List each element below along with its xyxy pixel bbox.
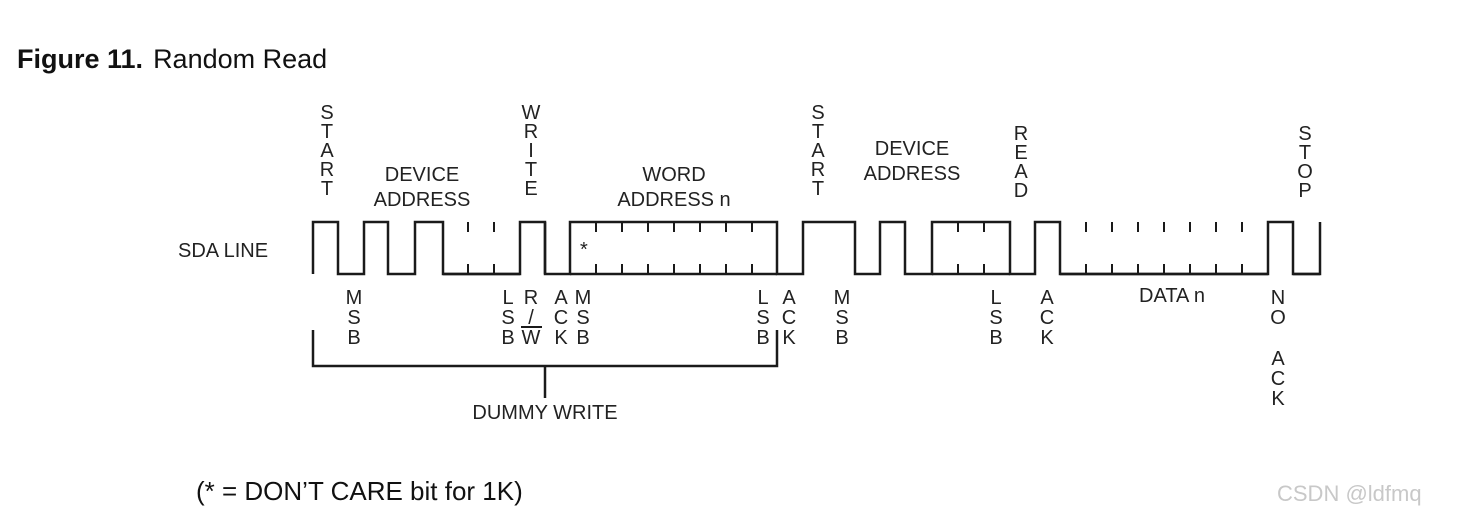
figure-title: Figure 11. Random Read: [17, 44, 327, 75]
device-address1-line1: DEVICE: [385, 164, 459, 186]
ack1-label-char: C: [554, 307, 568, 329]
sda-line-label: SDA LINE: [178, 240, 268, 262]
footnote: (* = DON’T CARE bit for 1K): [196, 476, 523, 506]
ack3-label: ACK: [1040, 287, 1055, 349]
lsb1-label-char: L: [502, 287, 513, 309]
ack3-label-char: A: [1040, 287, 1054, 309]
msb2-label-char: B: [576, 327, 589, 349]
no-label-char: O: [1270, 307, 1286, 329]
ack2-label-char: C: [782, 307, 796, 329]
read-label-char: A: [1014, 161, 1028, 183]
start1-label-char: S: [320, 102, 333, 124]
lsb1-label-char: S: [501, 307, 514, 329]
figure-number: Figure 11.: [17, 44, 144, 74]
write-label-char: T: [525, 159, 537, 181]
start2-label-char: A: [811, 140, 825, 162]
stop-label-char: T: [1299, 142, 1311, 164]
lsb3-label: LSB: [989, 287, 1002, 349]
no-ack-label-char: K: [1271, 388, 1285, 410]
ack1-label-char: K: [554, 327, 568, 349]
msb3-label: MSB: [834, 287, 851, 349]
read-label-char: E: [1014, 142, 1027, 164]
start2-label-char: R: [811, 159, 825, 181]
no-ack-label-char: C: [1271, 368, 1285, 390]
msb2-label: MSB: [575, 287, 592, 349]
start1-label-char: T: [321, 178, 333, 200]
msb3-label-char: B: [835, 327, 848, 349]
msb3-label-char: M: [834, 287, 851, 309]
lsb2-label-char: B: [756, 327, 769, 349]
msb1-label-char: B: [347, 327, 360, 349]
start1-label-char: A: [320, 140, 334, 162]
write-label-char: W: [522, 102, 541, 124]
data-n-label: DATA n: [1139, 285, 1205, 307]
stop-label-char: P: [1298, 180, 1311, 202]
write-label: WRITE: [522, 102, 541, 200]
msb2-label-char: S: [576, 307, 589, 329]
read-label-char: D: [1014, 180, 1028, 202]
ack2-label-char: K: [782, 327, 796, 349]
device-address2-line2: ADDRESS: [864, 163, 961, 185]
word-address-line2: ADDRESS n: [617, 189, 730, 211]
ack3-label-char: K: [1040, 327, 1054, 349]
device-address1-line2: ADDRESS: [374, 189, 471, 211]
bit-ticks: [467, 222, 1243, 274]
msb2-label-char: M: [575, 287, 592, 309]
dummy-write-bracket: [311, 330, 779, 398]
lsb2-label-char: S: [756, 307, 769, 329]
read-label-char: R: [1014, 123, 1028, 145]
sda-waveform: [311, 220, 1322, 276]
lsb2-label: LSB: [756, 287, 769, 349]
rw-w-label: W: [522, 327, 541, 349]
stop-label-char: S: [1298, 123, 1311, 145]
ack2-label-char: A: [782, 287, 796, 309]
ack1-label-char: A: [554, 287, 568, 309]
device-address2-line1: DEVICE: [875, 138, 949, 160]
start1-label-char: T: [321, 121, 333, 143]
start2-label-char: T: [812, 178, 824, 200]
lsb1-label: LSB: [501, 287, 514, 349]
dummy-write-label: DUMMY WRITE: [472, 402, 617, 424]
ack3-label-char: C: [1040, 307, 1054, 329]
rw-slash-label: /: [528, 307, 534, 329]
dont-care-mark: *: [580, 239, 588, 261]
start2-label-char: S: [811, 102, 824, 124]
start1-label-char: R: [320, 159, 334, 181]
lsb1-label-char: B: [501, 327, 514, 349]
word-address-line1: WORD: [642, 164, 705, 186]
figure-name: Random Read: [153, 44, 328, 74]
ack2-label: ACK: [782, 287, 797, 349]
start2-label-char: T: [812, 121, 824, 143]
msb1-label-char: M: [346, 287, 363, 309]
msb3-label-char: S: [835, 307, 848, 329]
lsb3-label-char: B: [989, 327, 1002, 349]
no-label-char: N: [1271, 287, 1285, 309]
lsb3-label-char: S: [989, 307, 1002, 329]
lsb2-label-char: L: [757, 287, 768, 309]
stop-label-char: O: [1297, 161, 1313, 183]
msb1-label-char: S: [347, 307, 360, 329]
no-label: NO: [1270, 287, 1286, 329]
ack1-label: ACK: [554, 287, 569, 349]
write-label-char: I: [528, 140, 534, 162]
watermark: CSDN @ldfmq: [1277, 481, 1422, 506]
lsb3-label-char: L: [990, 287, 1001, 309]
msb1-label: MSB: [346, 287, 363, 349]
no-ack-label: ACK: [1271, 348, 1286, 410]
write-label-char: R: [524, 121, 538, 143]
no-ack-label-char: A: [1271, 348, 1285, 370]
rw-r-label: R: [524, 287, 538, 309]
write-label-char: E: [524, 178, 537, 200]
sda-signal-path: [311, 220, 1322, 276]
